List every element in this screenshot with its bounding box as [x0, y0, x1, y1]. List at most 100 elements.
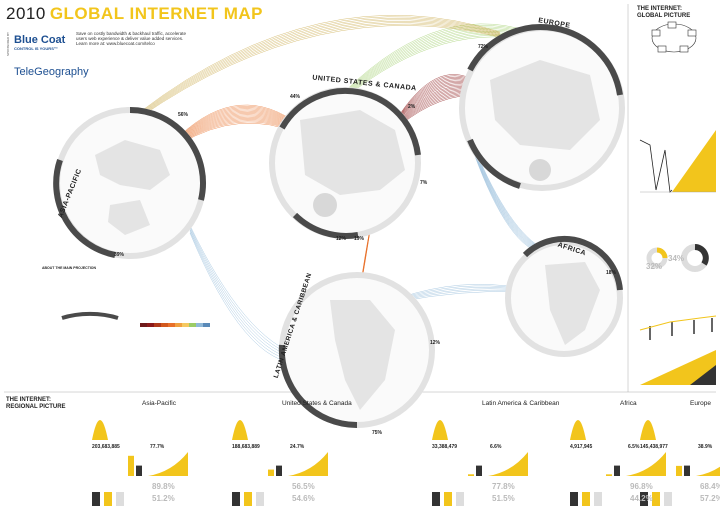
sponsored-by-label: SPONSORED BY — [6, 31, 10, 56]
regional-bar — [268, 469, 274, 476]
regional-peak — [570, 420, 586, 440]
promo-line-2: users web experience & deliver value add… — [76, 36, 184, 42]
regional-growth-area — [148, 452, 188, 476]
regional-gray-pct: 77.8% — [492, 482, 515, 491]
regional-bar-dark — [684, 465, 690, 476]
regional-gray-pct: 89.8% — [152, 482, 175, 491]
regional-growth-area — [626, 452, 666, 476]
regional-column-title: Europe — [690, 400, 711, 407]
regional-bar-dark — [614, 465, 620, 476]
sidebar-trend-line — [639, 315, 717, 331]
ring-pct-latam-right: 12% — [430, 340, 441, 346]
sidebar-charts — [639, 130, 717, 385]
regional-title-line-2: REGIONAL PICTURE — [6, 404, 66, 410]
route-line — [139, 23, 501, 117]
regional-peak — [92, 420, 108, 440]
regional-column-title: Latin America & Caribbean — [482, 400, 560, 407]
us-canada-globe — [269, 87, 421, 239]
bluecoat-logo[interactable]: Blue Coat — [14, 34, 66, 46]
regional-pct: 38.9% — [698, 444, 713, 450]
sidebar-title-line-2: GLOBAL PICTURE — [637, 13, 691, 19]
regional-big-number: 188,683,889 — [232, 444, 260, 450]
regional-big-number: 4,917,945 — [570, 444, 593, 450]
promo-link[interactable]: Learn more at: www.bluecoat.com/telco — [76, 41, 155, 47]
regional-bar — [676, 465, 682, 476]
donut-right-fill — [694, 244, 709, 266]
regional-big-number: 203,683,885 — [92, 444, 120, 450]
regional-mini-bar — [104, 492, 112, 506]
regional-column-title: Africa — [620, 400, 637, 407]
regional-peak — [432, 420, 448, 440]
regional-gray-pct: 96.8% — [630, 482, 653, 491]
regional-bar-dark — [276, 465, 282, 476]
sidebar-title: THE INTERNET: GLOBAL PICTURE — [637, 6, 690, 20]
regional-mini-bar — [582, 492, 590, 506]
route-line — [139, 16, 501, 113]
ring-pct-us-bottom-left: 12% — [336, 236, 347, 242]
latam-globe — [278, 272, 435, 429]
regional-column-title: United States & Canada — [282, 400, 352, 407]
ring-pct-us-right: 2% — [408, 104, 416, 110]
route-line — [139, 15, 501, 113]
regional-pct: 24.7% — [290, 444, 305, 450]
asia-pacific-globe — [53, 107, 206, 259]
ring-pct-us-side: 7% — [420, 180, 428, 186]
ring-pct-asia-top: 56% — [178, 112, 189, 118]
projection-arc — [61, 311, 119, 320]
regional-bar-dark — [136, 465, 142, 476]
regional-gray-pct: 56.5% — [292, 482, 315, 491]
ring-pct-latam-bottom: 75% — [372, 430, 383, 436]
route-line — [399, 291, 521, 302]
regional-peak — [640, 420, 656, 440]
ring-pct-us-left: 44% — [290, 94, 301, 100]
regional-growth-area — [488, 452, 528, 476]
regional-charts — [92, 420, 720, 506]
route-line — [139, 19, 501, 115]
route-line — [139, 17, 501, 114]
regional-pct: 6.6% — [490, 444, 502, 450]
bluecoat-tagline: CONTROL IS YOURS™ — [14, 46, 58, 51]
regional-mini-bar — [116, 492, 124, 506]
europe-globe — [459, 24, 625, 191]
regional-mini-bar — [594, 492, 602, 506]
regional-title: THE INTERNET: REGIONAL PICTURE — [6, 397, 66, 411]
regional-bar — [606, 474, 612, 476]
regional-mini-bar — [640, 492, 648, 506]
regional-column-title: Asia-Pacific — [142, 400, 176, 407]
regional-peak — [232, 420, 248, 440]
regional-mini-bar — [570, 492, 578, 506]
regional-growth-area — [696, 466, 720, 476]
ring-pct-europe-top: 72% — [478, 44, 489, 50]
regional-gray-pct: 51.5% — [492, 494, 515, 503]
regional-pct: 6.5% — [628, 444, 640, 450]
regional-mini-bar — [444, 492, 452, 506]
title-main: GLOBAL INTERNET MAP — [49, 4, 264, 23]
regional-bar-dark — [476, 465, 482, 476]
regional-gray-pct: 51.2% — [152, 494, 175, 503]
regional-growth-area — [288, 452, 328, 476]
sidebar-title-line-1: THE INTERNET: — [637, 6, 682, 12]
sidebar-line-chart — [639, 139, 673, 193]
donut-left-fill — [656, 247, 668, 259]
regional-mini-bar — [256, 492, 264, 506]
regional-gray-pct: 54.6% — [292, 494, 315, 503]
africa-globe — [505, 235, 623, 357]
regional-mini-bar — [232, 492, 240, 506]
regional-pct: 77.7% — [150, 444, 165, 450]
sidebar-area-bottom-dark — [690, 365, 716, 385]
ring-pct-us-bottom-right: 19% — [354, 236, 365, 242]
promo-text: Save on costly bandwidth & backhaul traf… — [76, 31, 196, 47]
regional-big-number: 33,388,479 — [432, 444, 458, 450]
regional-gray-pct: 57.2% — [700, 494, 720, 503]
route-line — [139, 25, 501, 118]
regional-mini-bar — [92, 492, 100, 506]
ring-pct-asia-bottom: 39% — [114, 252, 125, 258]
regional-mini-bar — [652, 492, 660, 506]
regional-title-line-1: THE INTERNET: — [6, 397, 51, 403]
regional-bar — [128, 455, 134, 476]
telegeography-logo[interactable]: TeleGeography — [14, 66, 89, 78]
regional-gray-pct: 68.4% — [700, 482, 720, 491]
